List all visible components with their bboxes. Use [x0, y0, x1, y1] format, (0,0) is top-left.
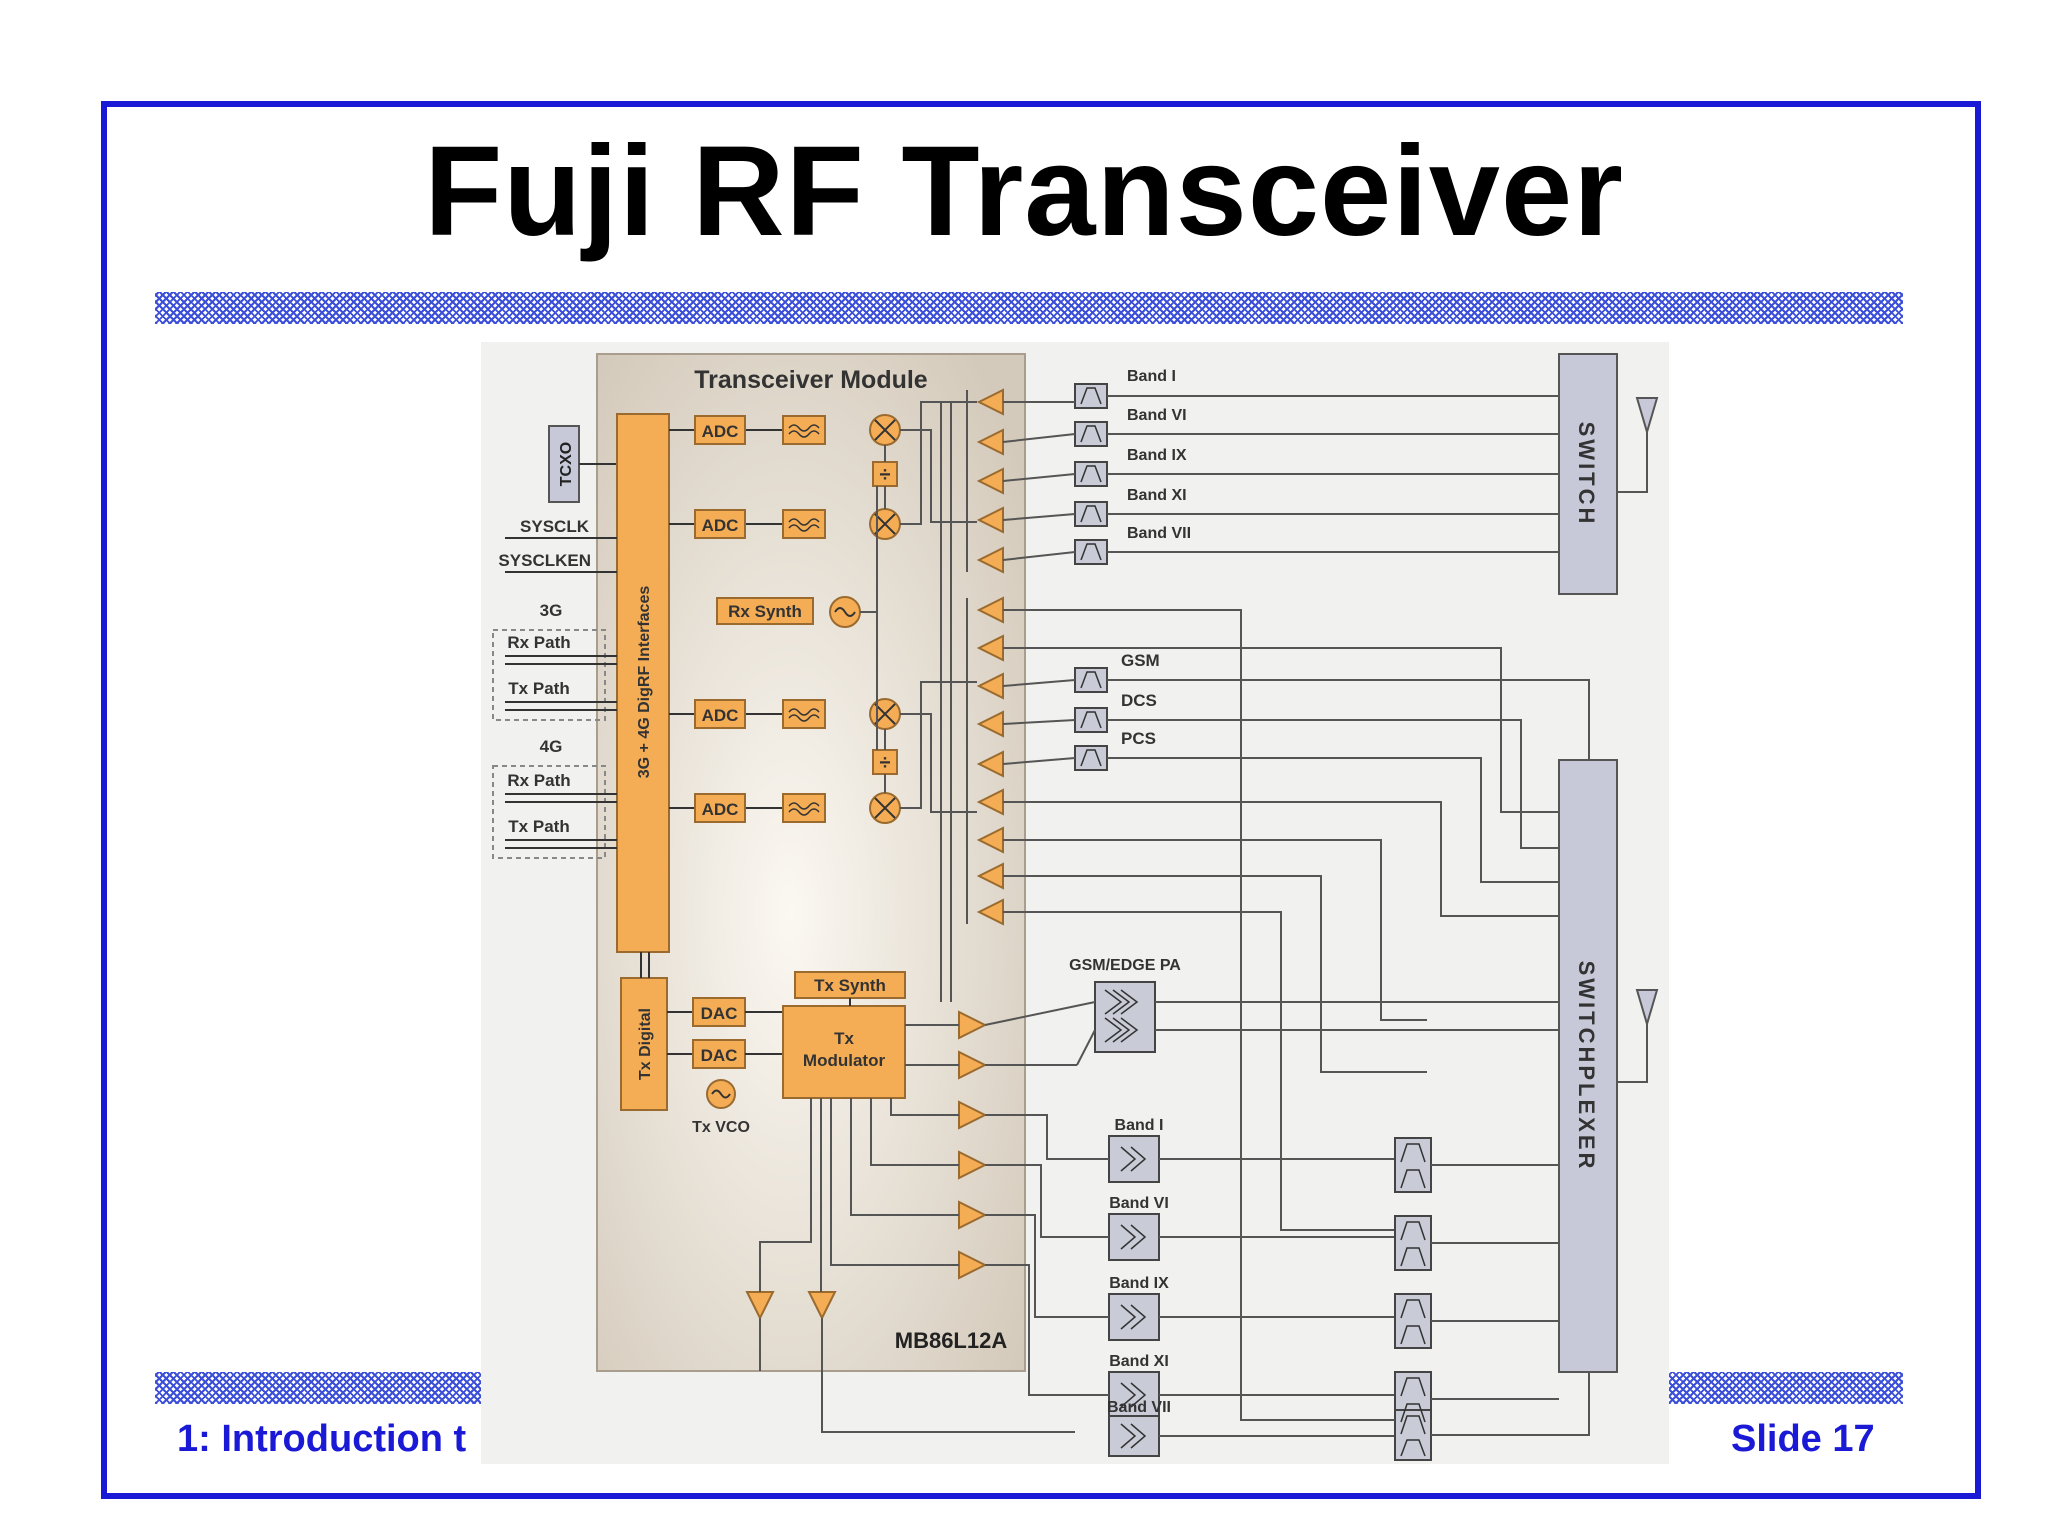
- pcs-label: PCS: [1121, 729, 1156, 748]
- divider-1-label: ÷: [880, 464, 891, 486]
- dac-2-label: DAC: [701, 1046, 738, 1065]
- adc-3-label: ADC: [702, 706, 739, 725]
- top-hatch-bar: [155, 292, 1903, 324]
- gsm-label: GSM: [1121, 651, 1160, 670]
- duplexer-filters: [1394, 1137, 1432, 1461]
- rx-band-5-label: Band VII: [1127, 525, 1191, 542]
- pa-label: GSM/EDGE PA: [1069, 957, 1181, 974]
- sysclken-label: SYSCLKEN: [498, 551, 591, 570]
- tx-digital-label: Tx Digital: [637, 1008, 654, 1080]
- tx-modulator-label-2: Modulator: [803, 1051, 886, 1070]
- sysclk-label: SYSCLK: [520, 517, 590, 536]
- rx-band-4-label: Band XI: [1127, 487, 1187, 504]
- transceiver-diagram: Transceiver Module MB86L12A TCXO 3G + 4G…: [481, 342, 1669, 1464]
- digrf-interface-block: [616, 413, 670, 953]
- adc-4-label: ADC: [702, 800, 739, 819]
- tx-band-5-label: Band VII: [1107, 1399, 1171, 1416]
- dac-blocks: DAC DAC: [667, 997, 783, 1069]
- 3g-tx-path-label: Tx Path: [508, 679, 569, 698]
- digrf-label: 3G + 4G DigRF Interfaces: [636, 586, 653, 779]
- rx-band-2-label: Band VI: [1127, 407, 1187, 424]
- 3g-label: 3G: [540, 601, 563, 620]
- switchplexer-block: [1558, 759, 1618, 1373]
- slide-title: Fuji RF Transceiver: [424, 120, 1624, 263]
- 4g-path-group: [492, 765, 606, 859]
- adc-row-4: ADC: [669, 792, 901, 824]
- footer-slide-number: Slide 17: [1731, 1418, 1875, 1460]
- tx-digital-block: [620, 977, 668, 1111]
- tx-modulator-label-1: Tx: [834, 1029, 854, 1048]
- tcxo-block: [548, 425, 580, 503]
- antenna-2-icon: [1635, 989, 1659, 1028]
- tx-band-3-label: Band IX: [1109, 1275, 1169, 1292]
- diagram-svg: Transceiver Module MB86L12A TCXO 3G + 4G…: [492, 353, 1659, 1461]
- tcxo-label: TCXO: [558, 442, 575, 486]
- module-title: Transceiver Module: [694, 366, 928, 394]
- 4g-rx-path-label: Rx Path: [507, 771, 570, 790]
- adc-row-1: ADC: [669, 414, 901, 446]
- rx-band-1-label: Band I: [1127, 368, 1176, 385]
- tx-modulator-block: [782, 1005, 906, 1099]
- rx-synth-label: Rx Synth: [728, 602, 802, 621]
- chip-label: MB86L12A: [895, 1328, 1008, 1353]
- tx-band-4-label: Band XI: [1109, 1353, 1169, 1370]
- switch-label: SWITCH: [1574, 422, 1599, 527]
- switchplexer-label: SWITCHPLEXER: [1574, 961, 1599, 1172]
- adc-1-label: ADC: [702, 422, 739, 441]
- adc-row-2: ADC: [669, 508, 901, 540]
- 3g-path-group: [492, 629, 606, 721]
- 4g-label: 4G: [540, 737, 563, 756]
- 4g-tx-path-label: Tx Path: [508, 817, 569, 836]
- 3g-rx-path-label: Rx Path: [507, 633, 570, 652]
- dac-1-label: DAC: [701, 1004, 738, 1023]
- tx-synth-label: Tx Synth: [814, 976, 886, 995]
- antenna-1-icon: [1635, 397, 1659, 436]
- footer-left-text: 1: Introduction t: [177, 1418, 467, 1460]
- rx-band-3-label: Band IX: [1127, 447, 1187, 464]
- tx-driver-amps: [745, 1010, 988, 1321]
- tx-band-2-label: Band VI: [1109, 1195, 1169, 1212]
- switch-block: [1558, 353, 1618, 595]
- divider-2-label: ÷: [880, 752, 891, 774]
- rx-synth-block: [716, 597, 814, 625]
- adc-2-label: ADC: [702, 516, 739, 535]
- tx-band-1-label: Band I: [1115, 1117, 1164, 1134]
- tx-vco-label: Tx VCO: [692, 1119, 750, 1136]
- dcs-label: DCS: [1121, 691, 1157, 710]
